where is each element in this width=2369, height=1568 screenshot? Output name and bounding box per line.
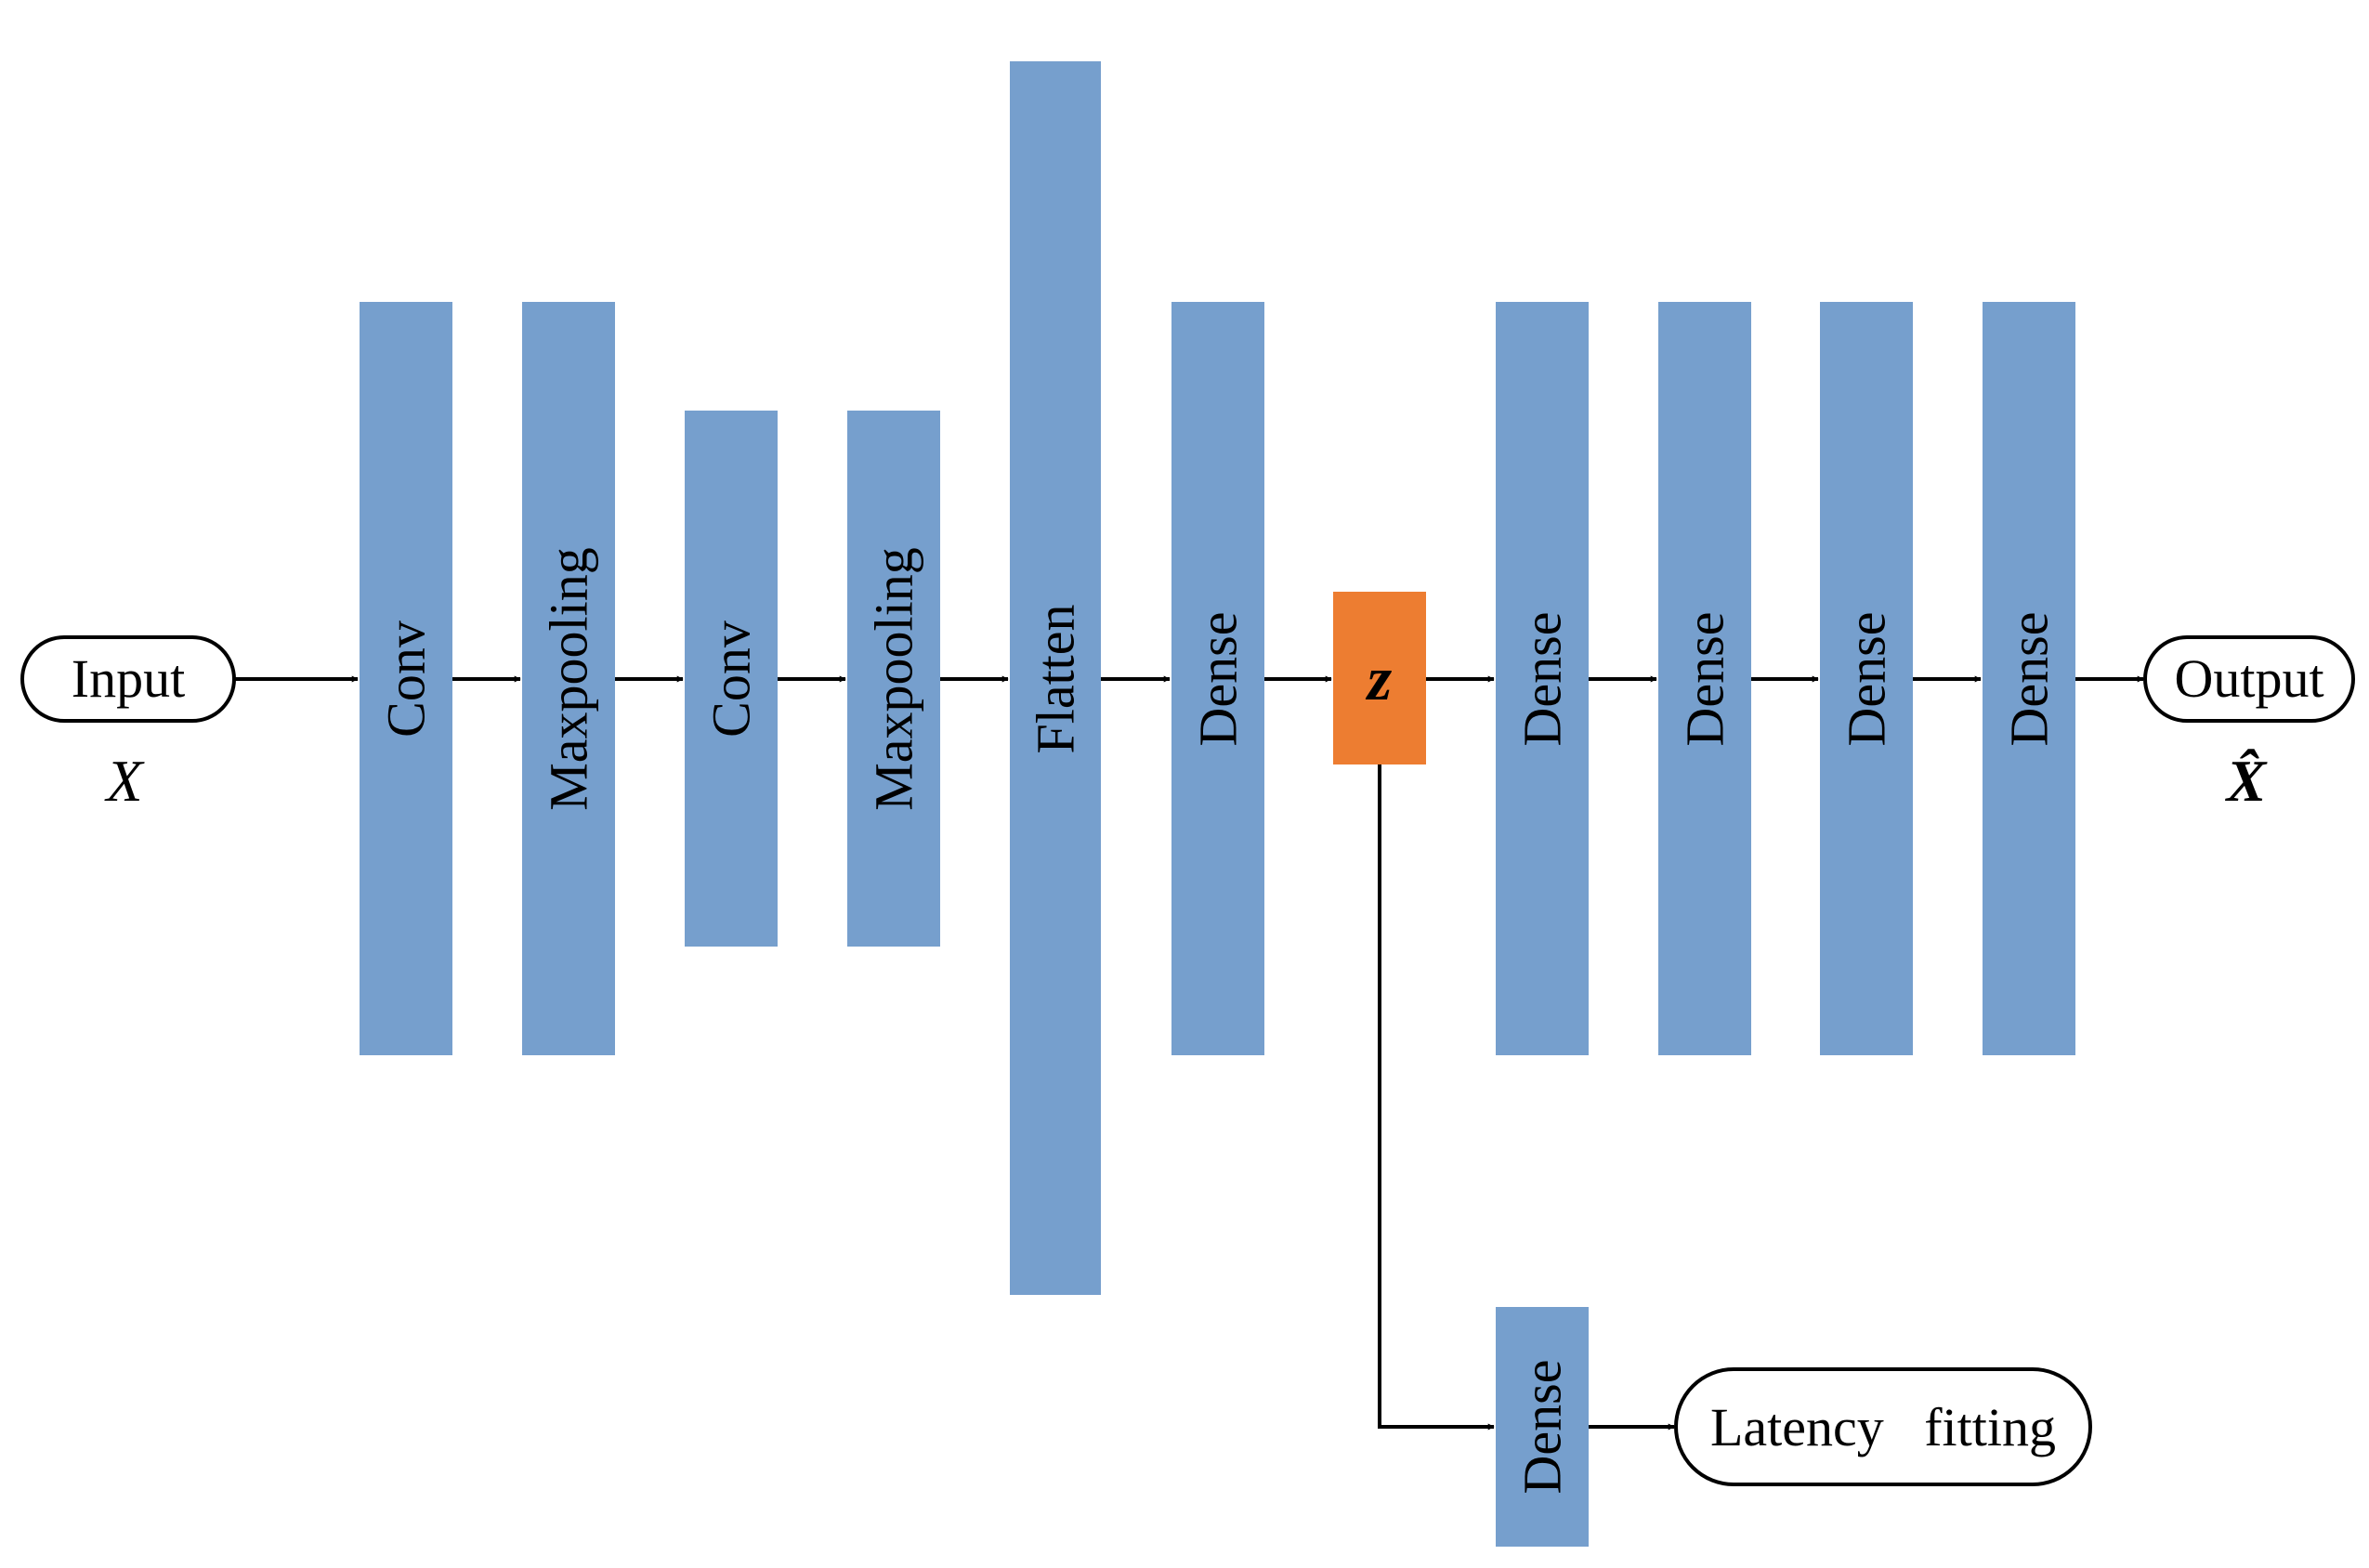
layer-dense-1-label: Dense — [1188, 612, 1249, 747]
layer-flatten-block — [1010, 61, 1101, 1295]
latency-fitting-node: Latency fitting — [1674, 1367, 2092, 1486]
layer-conv-1: Conv — [360, 302, 452, 1055]
layer-maxpooling-1-block — [522, 302, 615, 1055]
layer-dense-3-label: Dense — [1675, 612, 1735, 747]
output-node: Output — [2143, 635, 2355, 723]
branch-dense-block — [1496, 1307, 1589, 1547]
input-node: Input — [20, 635, 236, 723]
layer-flatten-label: Flatten — [1026, 604, 1086, 753]
branch-dense-layer: Dense — [1496, 1307, 1589, 1547]
layer-maxpooling-1: Maxpooling — [522, 302, 615, 1055]
branch-dense-label: Dense — [1512, 1360, 1573, 1495]
output-pill — [2143, 635, 2355, 723]
latent-node: z — [1333, 592, 1426, 764]
layer-dense-5-block — [1983, 302, 2075, 1055]
connectors — [234, 675, 2144, 1431]
layer-dense-2-label: Dense — [1512, 612, 1573, 747]
layer-dense-4-label: Dense — [1837, 612, 1897, 747]
latent-block — [1333, 592, 1426, 764]
layer-maxpooling-2-block — [847, 411, 940, 947]
arrow-latent-to-branch-dense — [1378, 764, 1495, 1431]
latent-label: z — [1366, 643, 1393, 713]
layer-dense-1-block — [1171, 302, 1264, 1055]
layer-conv-1-block — [360, 302, 452, 1055]
layer-conv-1-label: Conv — [376, 621, 437, 738]
layer-dense-5-label: Dense — [1999, 612, 2060, 747]
input-symbol: X — [103, 748, 145, 814]
input-label: Input — [72, 648, 185, 709]
output-symbol: X̂ — [2225, 748, 2268, 814]
layer-conv-2-label: Conv — [701, 621, 762, 738]
layer-dense-3: Dense — [1658, 302, 1751, 1055]
latency-fitting-label: Latency fitting — [1710, 1397, 2056, 1457]
output-label: Output — [2174, 648, 2323, 709]
layer-dense-3-block — [1658, 302, 1751, 1055]
layer-dense-2-block — [1496, 302, 1589, 1055]
layer-conv-2-block — [685, 411, 778, 947]
layer-dense-4: Dense — [1820, 302, 1913, 1055]
layer-maxpooling-2: Maxpooling — [847, 411, 940, 947]
layer-conv-2: Conv — [685, 411, 778, 947]
layer-dense-4-block — [1820, 302, 1913, 1055]
layer-dense-1: Dense — [1171, 302, 1264, 1055]
layer-maxpooling-1-label: Maxpooling — [539, 547, 599, 811]
layer-dense-5: Dense — [1983, 302, 2075, 1055]
latency-fitting-pill — [1674, 1367, 2092, 1486]
layer-maxpooling-2-label: Maxpooling — [864, 547, 924, 811]
layer-dense-2: Dense — [1496, 302, 1589, 1055]
layer-flatten: Flatten — [1010, 61, 1101, 1295]
